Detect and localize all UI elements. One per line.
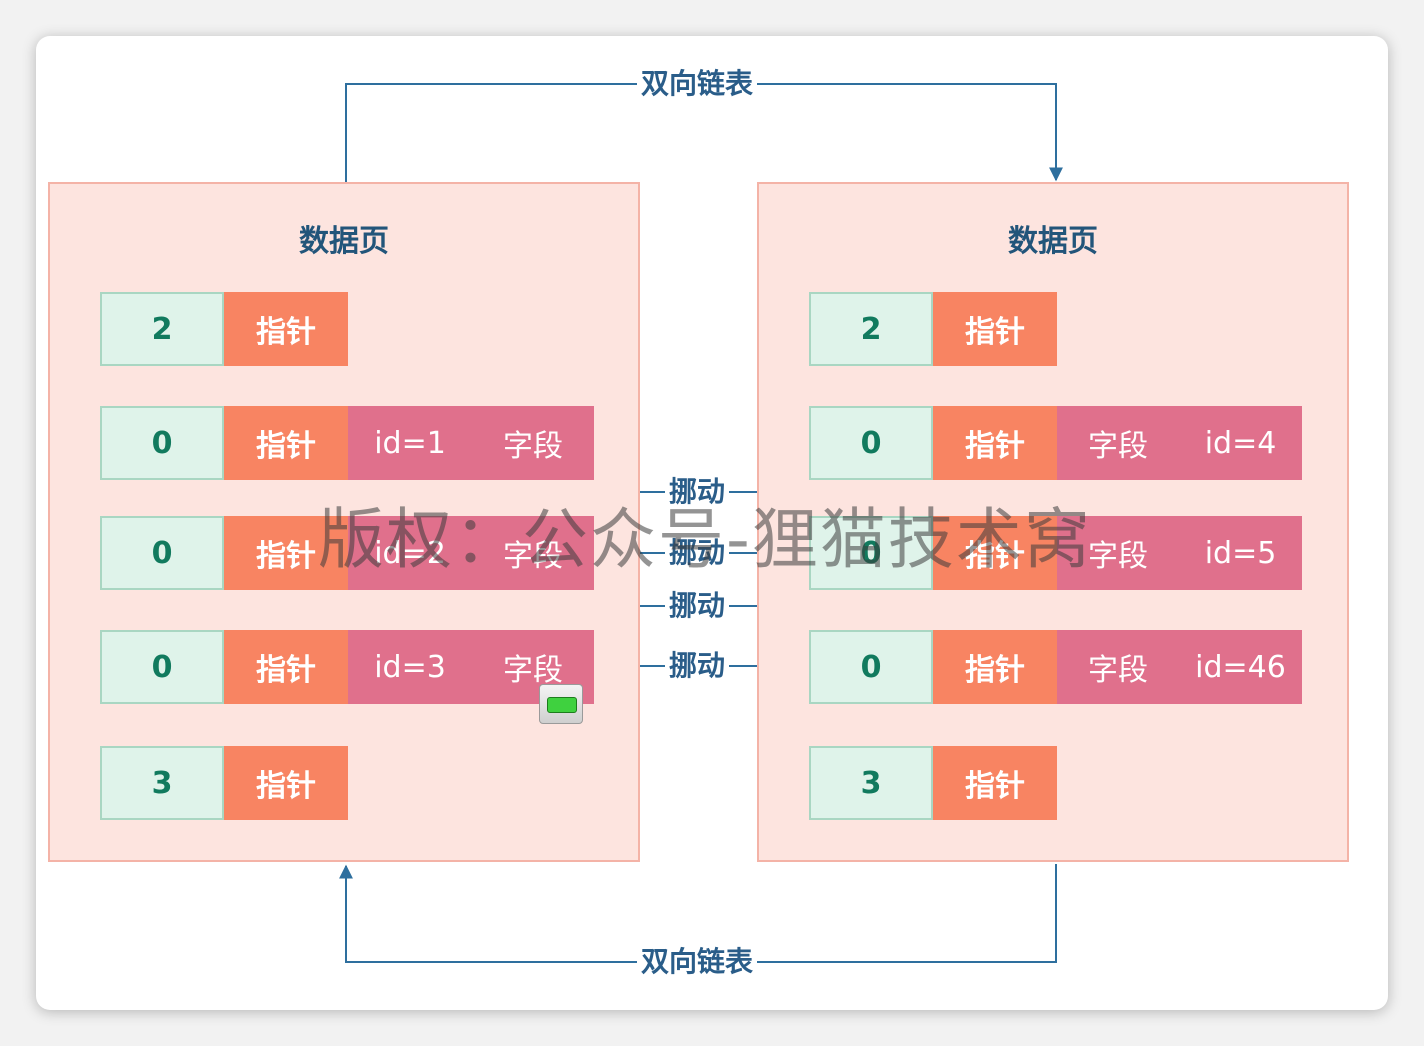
pointer-cell: 指针 [933,630,1057,704]
pointer-cell: 指针 [933,516,1057,590]
record-count-cell: 3 [100,746,224,820]
id-cell: id=2 [348,516,472,590]
field-cell: 字段 [1057,630,1179,704]
record-count-cell: 3 [809,746,933,820]
move-label: 挪动 [665,536,730,570]
pointer-cell: 指针 [933,746,1057,820]
pointer-cell: 指针 [933,406,1057,480]
pointer-cell: 指针 [224,746,348,820]
page-title: 数据页 [299,224,389,259]
id-cell: id=1 [348,406,472,480]
id-cell: id=46 [1179,630,1302,704]
drag-handle[interactable] [539,684,583,724]
record-count-cell: 0 [100,516,224,590]
pointer-cell: 指针 [224,292,348,366]
move-label: 挪动 [665,649,730,683]
green-indicator-icon [547,697,577,713]
record-count-cell: 2 [100,292,224,366]
record-count-cell: 0 [809,516,933,590]
linked-list-label-top: 双向链表 [637,67,758,101]
watermark: 版权：公众号-狸猫技术窝 [318,501,1092,578]
page-title: 数据页 [1008,224,1098,259]
record-count-cell: 0 [100,406,224,480]
id-cell: id=4 [1179,406,1302,480]
pointer-cell: 指针 [224,516,348,590]
linked-list-label-bottom: 双向链表 [637,945,758,979]
id-cell: id=3 [348,630,472,704]
field-cell: 字段 [1057,406,1179,480]
pointer-cell: 指针 [933,292,1057,366]
record-count-cell: 0 [809,630,933,704]
move-label: 挪动 [665,475,730,509]
pointer-cell: 指针 [224,406,348,480]
field-cell: 字段 [472,516,594,590]
record-count-cell: 0 [809,406,933,480]
move-label: 挪动 [665,589,730,623]
record-count-cell: 0 [100,630,224,704]
field-cell: 字段 [1057,516,1179,590]
pointer-cell: 指针 [224,630,348,704]
field-cell: 字段 [472,406,594,480]
record-count-cell: 2 [809,292,933,366]
id-cell: id=5 [1179,516,1302,590]
